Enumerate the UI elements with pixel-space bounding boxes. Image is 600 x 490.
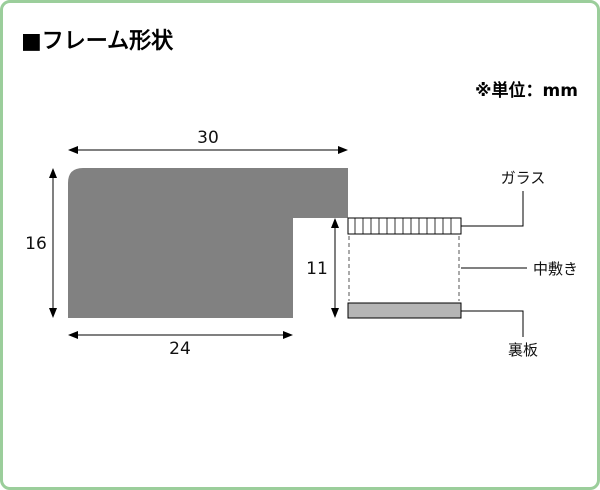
arrowhead-left-icon — [68, 146, 78, 154]
dim-left-height: 16 — [25, 168, 57, 318]
mat-region — [348, 236, 460, 301]
glass-strip — [347, 217, 462, 235]
page-title: ■フレーム形状 — [21, 29, 174, 54]
leader-line — [461, 310, 524, 337]
glass-strip-outline — [347, 217, 462, 235]
frame-shape-diagram: ■フレーム形状 ※単位：mm 30 16 24 — [21, 29, 578, 359]
back-board-label: 裏板 — [508, 341, 538, 359]
arrowhead-left-icon — [68, 331, 78, 339]
glass-label: ガラス — [501, 169, 546, 187]
arrowhead-down-icon — [49, 308, 57, 318]
arrowhead-up-icon — [49, 168, 57, 178]
frame-profile-shape — [68, 168, 348, 318]
unit-note: ※単位：mm — [475, 80, 578, 101]
mat-label: 中敷き — [533, 260, 578, 278]
back-board-callout: 裏板 — [461, 310, 538, 359]
dim-bottom-width-value: 24 — [169, 339, 191, 359]
leader-line — [461, 191, 524, 227]
back-board-strip — [347, 302, 462, 319]
mat-callout: 中敷き — [461, 260, 578, 278]
dim-top-width-value: 30 — [197, 128, 219, 148]
dim-inner-height-value: 11 — [306, 259, 328, 279]
arrowhead-up-icon — [331, 218, 339, 228]
dim-inner-height: 11 — [306, 218, 339, 318]
dim-left-height-value: 16 — [25, 234, 47, 254]
arrowhead-right-icon — [338, 146, 348, 154]
glass-callout: ガラス — [461, 169, 546, 227]
dim-bottom-width: 24 — [68, 331, 293, 359]
dim-top-width: 30 — [68, 128, 348, 154]
arrowhead-right-icon — [283, 331, 293, 339]
arrowhead-down-icon — [331, 308, 339, 318]
